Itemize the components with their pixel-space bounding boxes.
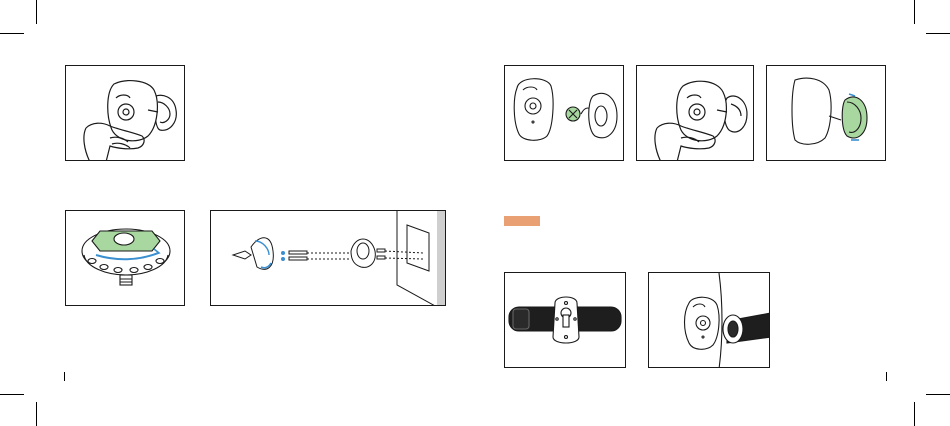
strap-icon (505, 273, 626, 368)
crop-mark (926, 394, 950, 395)
hand-camera-icon (637, 66, 754, 161)
mount-base-icon (66, 211, 185, 306)
illustration-hand-attaching-camera (636, 65, 754, 161)
crop-mark (926, 33, 950, 34)
note-tag (504, 216, 540, 226)
illustration-strap-mount (504, 272, 626, 368)
page-mark-left (64, 372, 65, 381)
crop-mark (0, 394, 24, 395)
crop-mark (914, 0, 915, 24)
crop-mark (36, 0, 37, 24)
camera-icon (505, 66, 624, 161)
crop-mark (914, 402, 915, 426)
illustration-mount-base-top-view (65, 210, 185, 306)
illustration-camera-on-pole (648, 272, 770, 368)
pole-camera-icon (649, 273, 770, 368)
crop-mark (0, 33, 24, 34)
crop-mark (36, 402, 37, 426)
illustration-hand-mounting-camera (65, 65, 185, 161)
illustration-camera-side-view-adjust (766, 65, 886, 161)
hand-camera-icon (66, 66, 185, 161)
illustration-camera-with-mount-adapter (504, 65, 624, 161)
screw-anchor-icon (211, 211, 446, 306)
camera-side-icon (767, 66, 886, 161)
illustration-wall-mount-exploded-view (210, 210, 446, 306)
page-mark-right (886, 372, 887, 381)
